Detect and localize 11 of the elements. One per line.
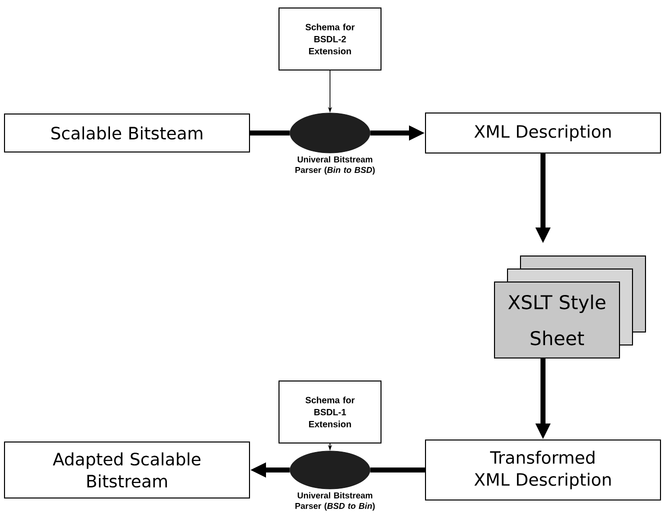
parser-label: Univeral Bitstream Parser (Bin to BSD) [295,156,375,175]
parser-ellipse [290,450,370,490]
parser-label: Univeral Bitstream Parser (BSD to Bin) [295,492,375,511]
style-sheet: XSLT Style Sheet [494,256,646,358]
process-box: Adapted Scalable Bitstream [4,441,250,498]
process-box: XML Description [425,112,661,154]
process-box: Scalable Bitsteam [4,114,250,152]
schema-box: Schema for BSDL-1 Extension [278,380,382,444]
process-box: Transformed XML Description [425,439,661,500]
parser-ellipse [290,112,370,154]
schema-box: Schema for BSDL-2 Extension [278,8,382,70]
